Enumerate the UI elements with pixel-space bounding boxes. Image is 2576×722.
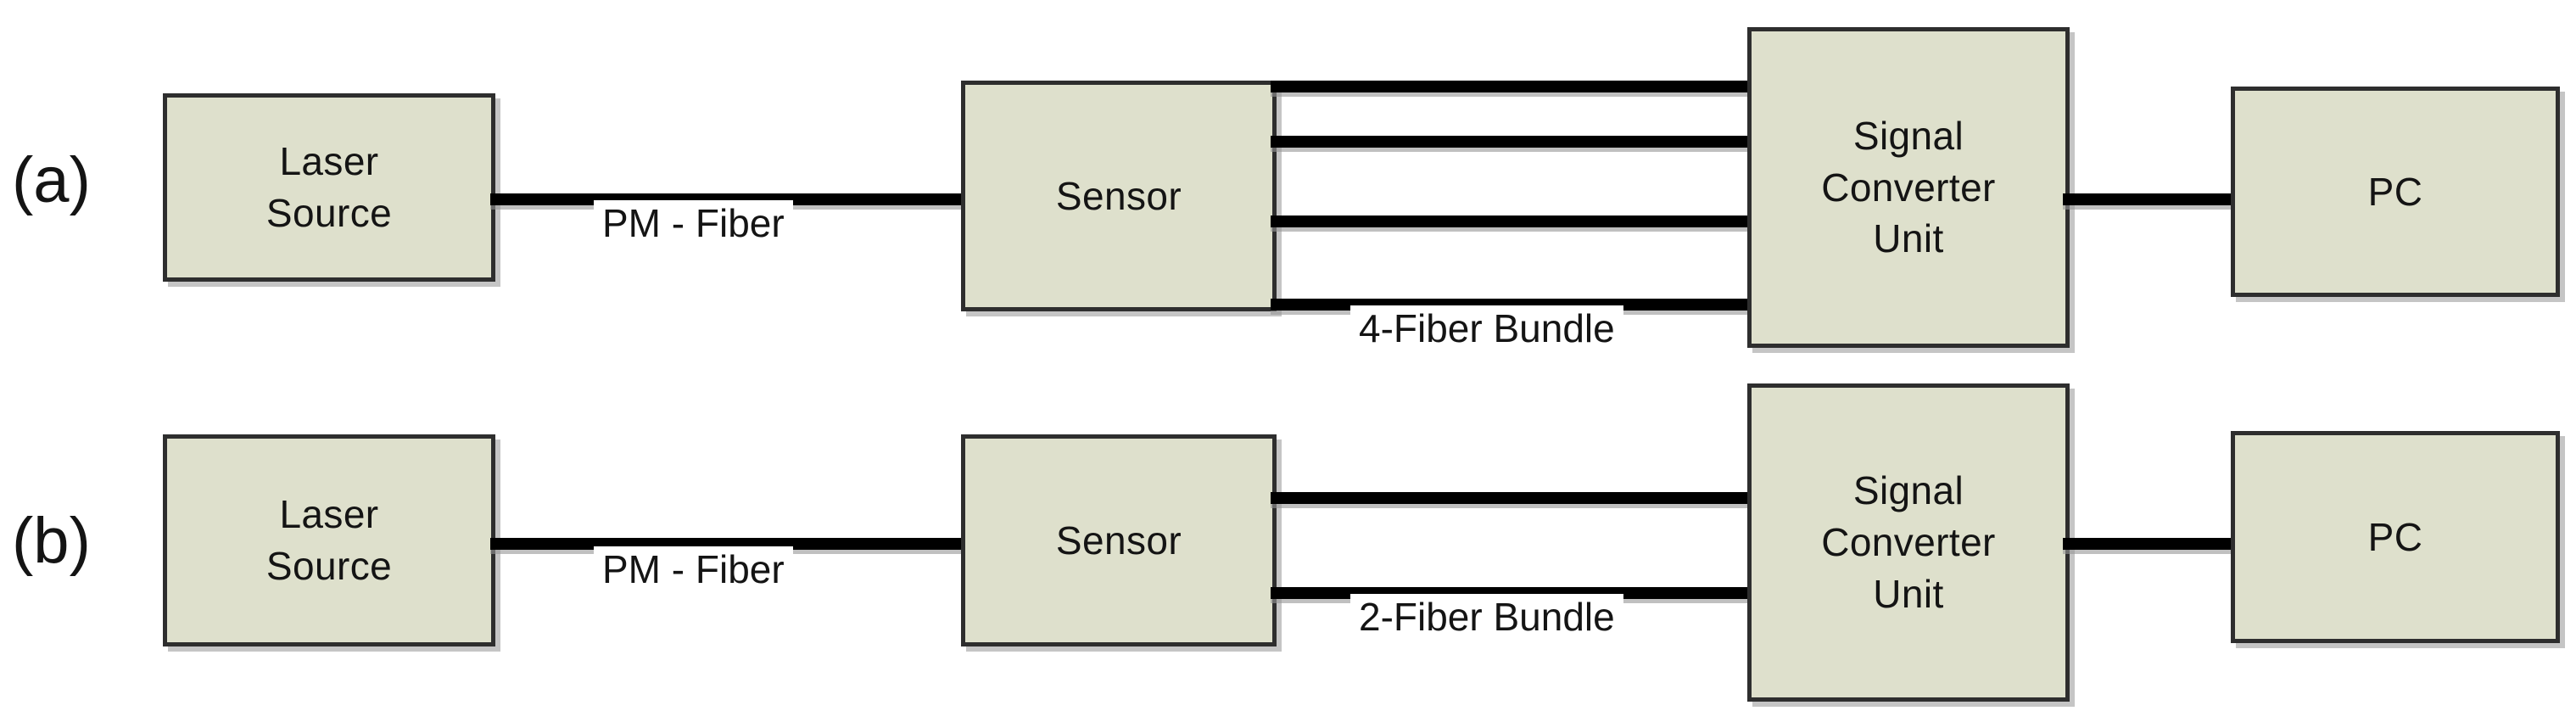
node-signal-converter-a-line1: Signal	[1852, 113, 1964, 158]
node-laser-source-a[interactable]: Laser Source	[163, 93, 495, 282]
wire-fiber-b-1	[1271, 492, 1754, 504]
node-laser-source-b-line2: Source	[265, 544, 393, 588]
node-pc-b-line1: PC	[2367, 514, 2423, 559]
node-laser-source-a-line2: Source	[265, 191, 393, 235]
node-pc-a[interactable]: PC	[2231, 87, 2560, 297]
node-pc-b[interactable]: PC	[2231, 431, 2560, 643]
panel-label-b: (b)	[12, 505, 91, 577]
node-signal-converter-a-line3: Unit	[1873, 216, 1944, 261]
node-sensor-a-line1: Sensor	[1055, 173, 1182, 218]
label-pm-fiber-b: PM - Fiber	[594, 546, 793, 590]
wire-scu-to-pc-b	[2063, 538, 2241, 550]
node-laser-source-b[interactable]: Laser Source	[163, 434, 495, 646]
node-signal-converter-b-line3: Unit	[1873, 571, 1944, 616]
wire-scu-to-pc-a	[2063, 193, 2241, 205]
node-signal-converter-a-line2: Converter	[1821, 165, 1996, 210]
node-pc-a-line1: PC	[2367, 169, 2423, 214]
node-sensor-a[interactable]: Sensor	[961, 81, 1277, 311]
label-fiber-bundle-b: 2-Fiber Bundle	[1350, 594, 1623, 638]
label-pm-fiber-a: PM - Fiber	[594, 200, 793, 244]
node-laser-source-a-line1: Laser	[279, 139, 379, 184]
panel-label-a: (a)	[12, 144, 91, 216]
node-signal-converter-a[interactable]: Signal Converter Unit	[1747, 27, 2070, 348]
wire-fiber-a-1	[1271, 81, 1754, 92]
node-sensor-b[interactable]: Sensor	[961, 434, 1277, 646]
label-fiber-bundle-a: 4-Fiber Bundle	[1350, 305, 1623, 350]
node-signal-converter-b[interactable]: Signal Converter Unit	[1747, 383, 2070, 702]
wire-fiber-a-3	[1271, 215, 1754, 227]
node-sensor-b-line1: Sensor	[1055, 518, 1182, 562]
node-signal-converter-b-line2: Converter	[1821, 520, 1996, 565]
node-laser-source-b-line1: Laser	[279, 492, 379, 537]
node-signal-converter-b-line1: Signal	[1852, 468, 1964, 513]
wire-fiber-a-2	[1271, 136, 1754, 148]
